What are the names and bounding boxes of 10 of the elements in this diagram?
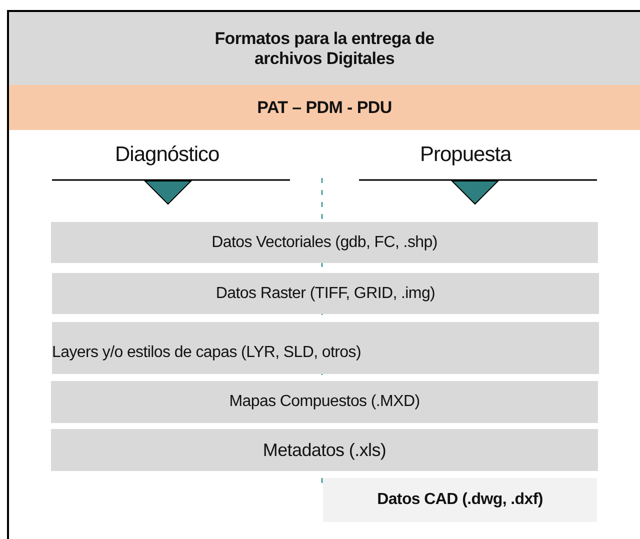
title-band: Formatos para la entrega de archivos Digitales <box>9 12 640 85</box>
format-bar: Layers y/o estilos de capas (LYR, SLD, otros) <box>52 322 599 374</box>
column-heading: Propuesta <box>420 143 512 167</box>
format-bar: Datos CAD (.dwg, .dxf) <box>323 478 597 522</box>
column-heading: Diagnóstico <box>115 143 220 167</box>
format-bar: Metadatos (.xls) <box>51 429 598 471</box>
format-bar: Datos Vectoriales (gdb, FC, .shp) <box>51 222 598 263</box>
subtitle-band: PAT – PDM - PDU <box>9 85 640 130</box>
format-bar: Datos Raster (TIFF, GRID, .img) <box>52 273 599 314</box>
format-bar: Mapas Compuestos (.MXD) <box>51 381 598 423</box>
